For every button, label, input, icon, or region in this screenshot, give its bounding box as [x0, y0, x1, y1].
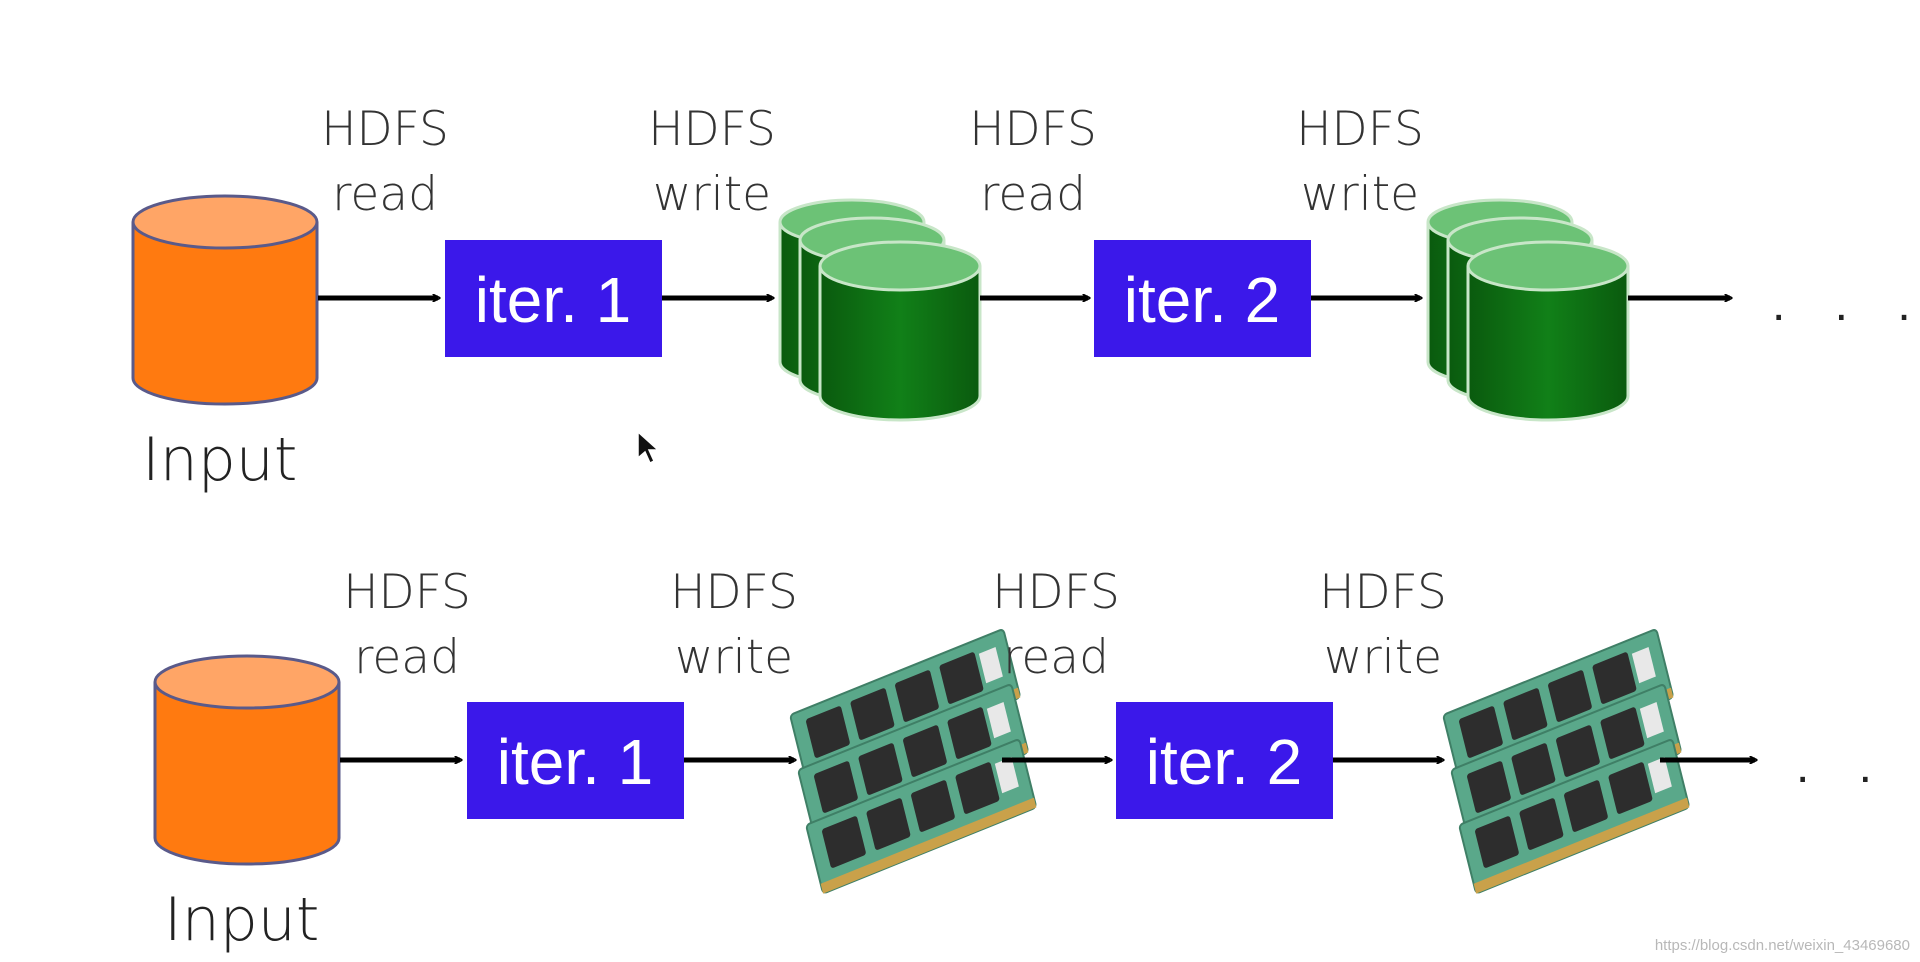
database-cylinder-icon [153, 654, 341, 866]
label-line2: write [653, 167, 771, 222]
input-label: Input [142, 425, 297, 495]
input-label: Input [164, 885, 319, 955]
iteration-box: iter. 2 [1116, 702, 1333, 819]
disk-stack [1426, 198, 1630, 422]
disk-cylinder-icon [818, 240, 982, 422]
label-line1: HDFS [992, 565, 1120, 620]
label-line2: write [675, 630, 793, 685]
iteration-label: iter. 1 [475, 264, 632, 336]
label-line1: HDFS [321, 102, 449, 157]
continuation-ellipsis: . . . [1796, 740, 1920, 793]
label-hdfs-write: HDFS write [648, 102, 776, 222]
iteration-box: iter. 2 [1094, 240, 1311, 357]
label-line2: read [1003, 630, 1109, 685]
label-line2: read [332, 167, 438, 222]
label-hdfs-read: HDFS read [321, 102, 449, 222]
label-line2: write [1324, 630, 1442, 685]
iteration-label: iter. 1 [497, 726, 654, 798]
label-line1: HDFS [648, 102, 776, 157]
disk-cylinder-icon [1466, 240, 1630, 422]
disk-stack [778, 198, 982, 422]
database-cylinder-icon [131, 194, 319, 406]
label-line2: read [980, 167, 1086, 222]
label-line2: write [1301, 167, 1419, 222]
iteration-box: iter. 1 [445, 240, 662, 357]
label-line1: HDFS [1296, 102, 1424, 157]
label-hdfs-write: HDFS write [670, 565, 798, 685]
label-line1: HDFS [969, 102, 1097, 157]
row-2: Input HDFS read HDFS write iter. 1 iter.… [153, 565, 1920, 955]
iteration-box: iter. 1 [467, 702, 684, 819]
iteration-label: iter. 2 [1124, 264, 1281, 336]
label-hdfs-write: HDFS write [1296, 102, 1424, 222]
label-hdfs-read: HDFS read [343, 565, 471, 685]
watermark-text: https://blog.csdn.net/weixin_43469680 [1655, 937, 1910, 954]
label-hdfs-read: HDFS read [969, 102, 1097, 222]
label-line2: read [354, 630, 460, 685]
label-line1: HDFS [670, 565, 798, 620]
label-line1: HDFS [1319, 565, 1447, 620]
memory-stack [1441, 627, 1691, 895]
label-line1: HDFS [343, 565, 471, 620]
row-1: Input HDFS read HDFS write HDFS read HDF… [131, 102, 1920, 495]
label-hdfs-read: HDFS read [992, 565, 1120, 685]
label-hdfs-write: HDFS write [1319, 565, 1447, 685]
mouse-pointer-icon [637, 430, 660, 465]
memory-stack [788, 627, 1038, 895]
iteration-label: iter. 2 [1146, 726, 1303, 798]
continuation-ellipsis: . . . [1772, 278, 1920, 331]
